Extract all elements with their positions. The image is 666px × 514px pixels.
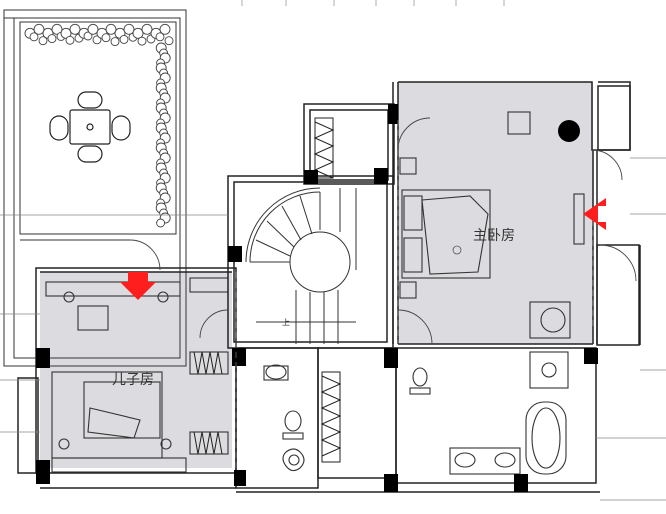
plant-leaf xyxy=(123,23,135,35)
plant-leaf xyxy=(141,23,153,35)
terrace xyxy=(3,9,187,367)
plant-leaf xyxy=(164,36,174,46)
plant-leaf xyxy=(60,27,72,39)
plant-leaf xyxy=(156,218,166,228)
plant-leaf xyxy=(110,37,120,47)
master-bed-marker xyxy=(452,245,462,255)
doors xyxy=(129,117,637,345)
bathroom-fixtures xyxy=(263,351,569,475)
wardrobes xyxy=(189,117,342,463)
son-room-fill xyxy=(40,272,232,468)
plant-leaf xyxy=(38,36,48,46)
master-plant-pot xyxy=(558,120,580,142)
master-bedroom-fill xyxy=(398,82,593,344)
plant-leaf xyxy=(155,32,165,42)
plant-leaf xyxy=(132,27,144,39)
plant-leaf xyxy=(87,23,99,35)
arrow-master-bedroom xyxy=(583,198,606,230)
structural-columns xyxy=(36,104,598,492)
stair-up-label: 上 xyxy=(282,318,290,327)
patio-table-set xyxy=(49,91,131,163)
son-room-furniture xyxy=(45,281,187,473)
plant-leaf xyxy=(65,35,75,45)
spiral-staircase xyxy=(245,187,357,344)
arrow-son-room xyxy=(120,272,156,300)
plant-leaf xyxy=(33,23,45,35)
plant-leaf xyxy=(47,34,57,44)
plant-leaf xyxy=(69,23,81,35)
plant-border xyxy=(24,23,174,228)
plant-leaf xyxy=(51,23,63,35)
plant-leaf xyxy=(159,23,171,35)
plant-leaf xyxy=(29,32,39,42)
plant-leaf xyxy=(101,33,111,43)
plant-leaf xyxy=(105,23,117,35)
red-arrows xyxy=(120,198,606,300)
plant-leaf xyxy=(137,36,147,46)
dashed-boundaries xyxy=(235,120,594,470)
plant-leaf xyxy=(83,31,93,41)
son-room-label: 儿子房 xyxy=(112,372,154,388)
master-bed xyxy=(401,189,491,279)
master-bedroom-furniture xyxy=(399,111,585,339)
master-bedroom-label: 主卧房 xyxy=(473,228,515,244)
dimension-lines xyxy=(0,0,666,501)
plant-leaf xyxy=(119,34,129,44)
